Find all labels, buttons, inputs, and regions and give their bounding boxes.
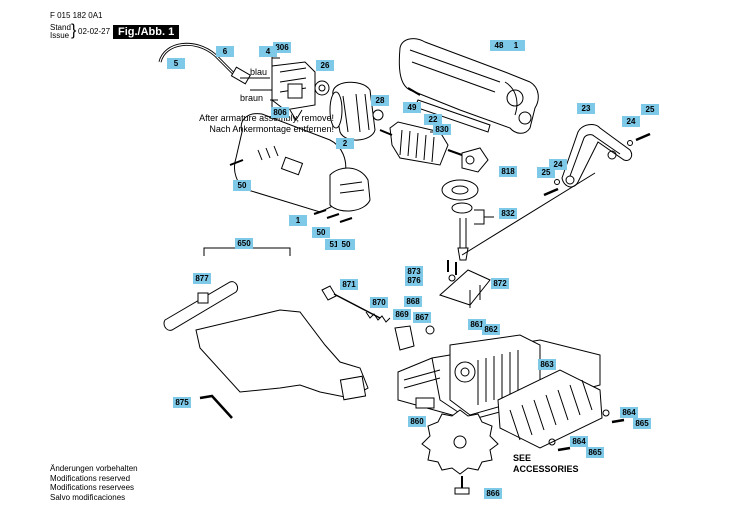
see-accessories-label: SEE ACCESSORIES [513, 453, 579, 475]
part-tag-28: 28 [371, 95, 389, 106]
part-tag-869: 869 [393, 309, 411, 320]
part-tag-23: 23 [577, 103, 595, 114]
part-tag-864-lower: 864 [570, 436, 588, 447]
part-tag-50-left: 50 [233, 180, 251, 191]
part-tag-862: 862 [482, 324, 500, 335]
document-number: F 015 182 0A1 [50, 11, 103, 20]
part-tag-865-lower: 865 [586, 447, 604, 458]
part-tag-50-a: 50 [312, 227, 330, 238]
part-tag-806-upper: 806 [273, 42, 291, 53]
part-tag-866: 866 [484, 488, 502, 499]
assembly-note-de: Nach Ankermontage entfernen! [209, 124, 334, 134]
part-tag-873: 873 [405, 266, 423, 277]
issue-label: Issue [50, 31, 70, 40]
part-tag-864-right: 864 [620, 407, 638, 418]
part-tag-870: 870 [370, 297, 388, 308]
part-tag-22: 22 [424, 114, 442, 125]
part-tag-830: 830 [433, 124, 451, 135]
part-tag-650: 650 [235, 238, 253, 249]
part-tag-867: 867 [413, 312, 431, 323]
part-tag-832: 832 [499, 208, 517, 219]
see-accessories-line2: ACCESSORIES [513, 464, 579, 474]
issue-date: 02-02-27 [78, 27, 111, 36]
part-tag-48: 48 [490, 40, 508, 51]
part-tag-24-lower: 24 [549, 159, 567, 170]
wire-label-blue: blau [250, 67, 268, 77]
footer-line-fr: Modifications reservees [50, 483, 135, 492]
part-tag-818: 818 [499, 166, 517, 177]
part-tag-24-upper: 24 [622, 116, 640, 127]
part-tag-25-upper: 25 [641, 104, 659, 115]
part-tag-861: 861 [468, 319, 486, 330]
part-tag-6: 6 [216, 46, 234, 57]
part-tag-1-lower: 1 [289, 215, 307, 226]
part-tag-876: 876 [405, 275, 423, 286]
header-brace: } [71, 22, 77, 39]
part-tag-26: 26 [316, 60, 334, 71]
stand-label: Stand [50, 23, 71, 32]
footer-line-de: Änderungen vorbehalten [50, 464, 138, 473]
part-tag-2: 2 [336, 138, 354, 149]
part-tag-25-lower: 25 [537, 167, 555, 178]
wire-label-brown: braun [240, 93, 264, 103]
assembly-note-en: After armature assembly, remove! [199, 113, 334, 123]
part-tag-49: 49 [403, 102, 421, 113]
part-tag-875: 875 [173, 397, 191, 408]
figure-label: Fig./Abb. 1 [113, 25, 180, 39]
part-tag-5: 5 [167, 58, 185, 69]
footer-line-es: Salvo modificaciones [50, 492, 126, 502]
part-tag-4: 4 [259, 46, 277, 57]
part-tag-863: 863 [538, 359, 556, 370]
part-tag-868: 868 [404, 296, 422, 307]
part-tag-871: 871 [340, 279, 358, 290]
part-tag-877: 877 [193, 273, 211, 284]
see-accessories-line1: SEE [513, 453, 532, 463]
part-tag-50-b: 50 [337, 239, 355, 250]
part-tag-865-right: 865 [633, 418, 651, 429]
part-tag-860: 860 [408, 416, 426, 427]
footer-line-en: Modifications reserved [50, 473, 131, 483]
part-tag-1-upper: 1 [507, 40, 525, 51]
footer-notice: Änderungen vorbehalten Modifications res… [50, 464, 138, 502]
assembly-note: After armature assembly, remove! Nach An… [98, 113, 334, 135]
part-tag-51: 51 [325, 239, 343, 250]
part-tag-872: 872 [491, 278, 509, 289]
part-tag-806-lower: 806 [271, 107, 289, 118]
